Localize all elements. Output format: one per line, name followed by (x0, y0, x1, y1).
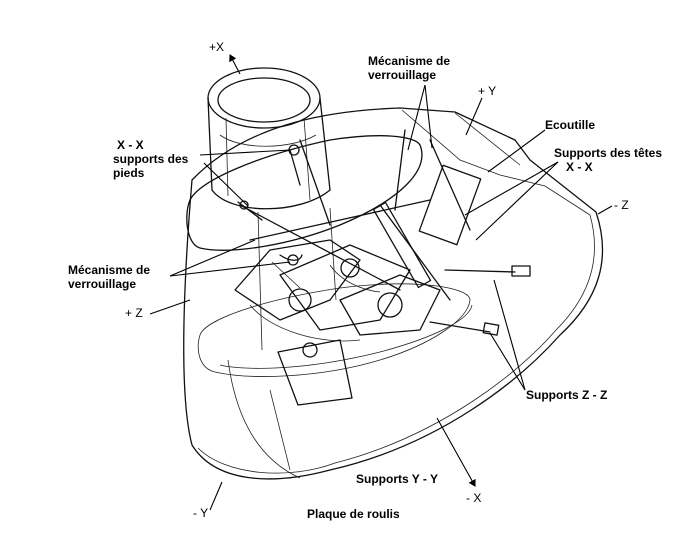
docking-tunnel (207, 67, 331, 210)
axis-label-minus-z: - Z (614, 198, 629, 212)
label-xx-supports-pieds: X - X supports des pieds (113, 138, 189, 180)
label-verrouillage-left: Mécanisme de verrouillage (68, 263, 151, 291)
axis-label-plus-z: + Z (125, 306, 143, 320)
label-ecoutille: Ecoutille (545, 118, 596, 132)
internal-structure (234, 129, 531, 406)
capsule-shell (183, 107, 604, 480)
label-verrouillage-top: Mécanisme de verrouillage (368, 54, 451, 82)
label-supports-zz: Supports Z - Z (526, 388, 608, 402)
leader-lines (149, 84, 613, 511)
axis-label-minus-x: - X (466, 491, 482, 505)
label-supports-yy: Supports Y - Y (356, 472, 439, 486)
label-plaque-roulis: Plaque de roulis (307, 507, 400, 521)
axis-label-minus-y: - Y (193, 506, 209, 520)
axis-arrows (229, 54, 476, 487)
axis-label-plus-y: + Y (478, 84, 497, 98)
axis-label-plus-x: +X (209, 40, 225, 54)
label-supports-tetes: Supports des têtes X - X (554, 146, 663, 174)
